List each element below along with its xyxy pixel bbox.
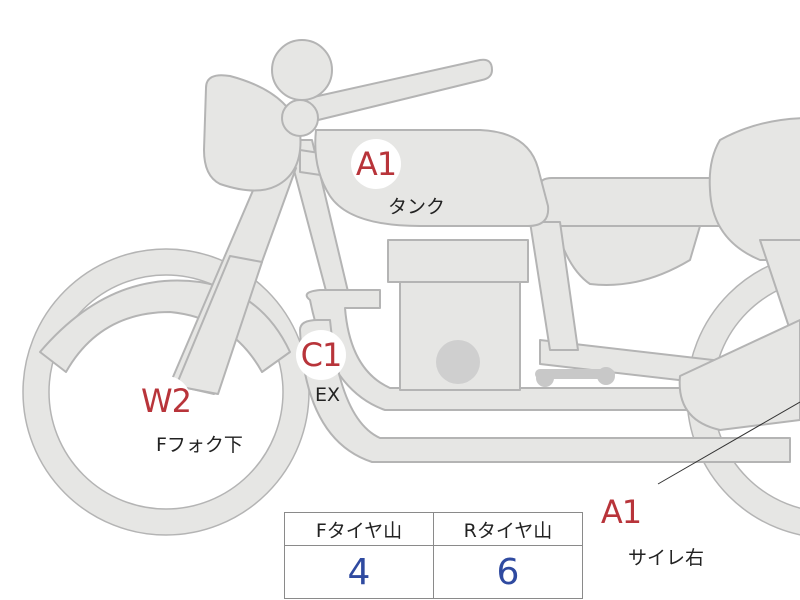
marker-w2-fork-code: W2: [141, 376, 192, 426]
value-front-tire: 4: [284, 545, 434, 599]
exhaust-pipe-lower: [299, 319, 791, 463]
marker-a1-silencer-code: A1: [596, 487, 646, 537]
table-value-row: 4 6: [284, 545, 583, 599]
table-header-row: Fタイヤ山 Rタイヤ山: [284, 512, 583, 546]
mirror: [271, 39, 333, 101]
marker-a1-tank-code: A1: [351, 139, 401, 189]
front-wheel: [23, 249, 309, 535]
engine-block: [399, 281, 521, 391]
marker-a1-tank-caption: タンク: [388, 196, 446, 218]
muffler: [678, 319, 800, 431]
marker-c1-ex-caption: EX: [315, 384, 341, 406]
handlebar: [299, 58, 493, 123]
header-front-tire: Fタイヤ山: [284, 512, 434, 546]
header-rear-tire: Rタイヤ山: [433, 512, 583, 546]
leader-line: [657, 401, 800, 485]
marker-a1-silencer-caption: サイレ右: [628, 547, 705, 569]
side-cover: [559, 225, 701, 286]
rear-cowl: [708, 117, 800, 261]
tire-tread-table: Fタイヤ山 Rタイヤ山 4 6: [284, 512, 583, 599]
headlight: [203, 74, 302, 192]
marker-w2-fork-caption: Fフォク下: [156, 434, 243, 456]
value-rear-tire: 6: [433, 545, 583, 599]
marker-c1-ex-code: C1: [296, 330, 346, 380]
engine-cover: [436, 340, 480, 384]
engine-head: [387, 239, 529, 283]
